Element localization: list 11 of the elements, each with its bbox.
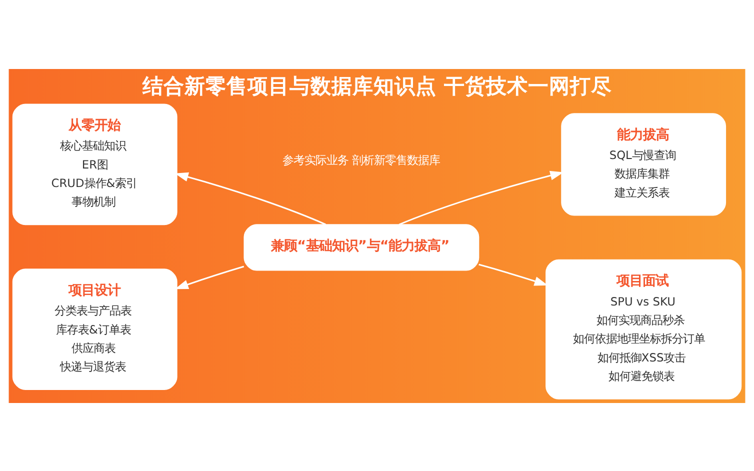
arrow — [478, 263, 548, 286]
label: 参考实际业务 剖析新零售数据库 — [282, 152, 440, 167]
arrow — [398, 170, 564, 225]
diagram-title: 结合新零售项目与数据库知识点 干货技术一网打尽 — [142, 73, 612, 98]
node-box: 从零开始 核心基础知识 ER图 CRUD操作&索引 事物机制 — [12, 103, 178, 225]
arrow — [174, 265, 244, 289]
node-box: 兼顾“基础知识”与“能力拔高” — [244, 224, 480, 270]
arrow — [174, 172, 326, 225]
node-box: 项目面试 SPU vs SKU 如何实现商品秒杀 如何依据地理坐标拆分订单 如何抵御XSS攻击 如何避免锁表 — [546, 258, 742, 399]
node-box: 项目设计 分类表与产品表 库存表&订单表 供应商表 快递与退货表 — [12, 268, 178, 390]
node-box: 能力拔高 SQL与慢查询 数据库集群 建立关系表 — [561, 112, 726, 216]
